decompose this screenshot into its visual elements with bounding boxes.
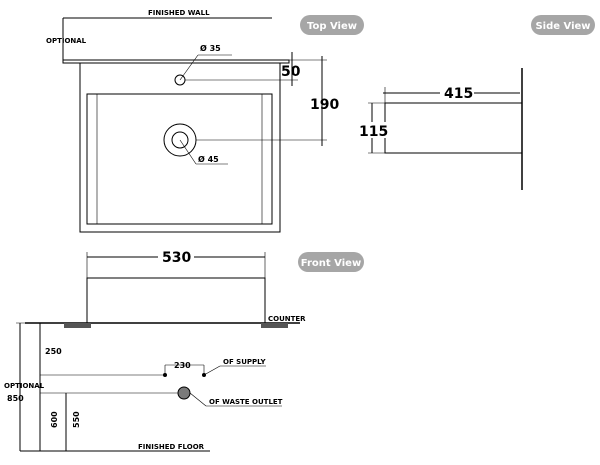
- waste-leader: [179, 139, 197, 165]
- basin-bowl: [86, 93, 273, 225]
- side-basin-outline: [384, 102, 523, 154]
- dim-190-text: 190: [310, 97, 339, 113]
- dim-850-text: 850: [7, 394, 24, 403]
- front-view: 530 COUNTER 230 OF SUPPLY OF WASTE OUTLE…: [4, 248, 306, 452]
- front-view-title: Front View: [301, 258, 361, 269]
- dim-230-text: 230: [174, 361, 191, 370]
- counter-right-support: [261, 323, 288, 328]
- optional-label-top: OPTIONAL: [46, 37, 87, 45]
- basin-outline: [79, 62, 281, 233]
- finished-wall-label: FINISHED WALL: [148, 9, 210, 17]
- dim-50-text: 50: [281, 64, 301, 80]
- dim-250-text: 250: [45, 347, 62, 356]
- waste-outlet-point: [177, 386, 191, 400]
- top-view: FINISHED WALL OPTIONAL Ø 35 Ø 45 50 190: [46, 9, 339, 233]
- tap-hole-leader: [179, 54, 199, 81]
- supply-leader: [203, 365, 221, 376]
- optional-label-side: OPTIONAL: [4, 382, 45, 390]
- dim-600-text: 600: [50, 411, 59, 428]
- waste-outlet-label: OF WASTE OUTLET: [209, 398, 283, 406]
- supply-label: OF SUPPLY: [223, 358, 267, 366]
- side-view: 415 115: [358, 68, 523, 190]
- counter-left-support: [64, 323, 91, 328]
- dim-530-text: 530: [162, 250, 191, 266]
- front-view-pill: Front View: [298, 252, 364, 272]
- waste-outlet-inner: [171, 131, 189, 149]
- finished-floor-label: FINISHED FLOOR: [138, 443, 205, 451]
- top-view-title: Top View: [307, 21, 357, 32]
- waste-hole-diameter: Ø 45: [198, 154, 219, 164]
- dim-115-text: 115: [359, 124, 388, 140]
- dim-415-text: 415: [444, 86, 473, 102]
- tap-hole-diameter: Ø 35: [200, 43, 221, 53]
- side-view-title: Side View: [535, 21, 590, 32]
- top-view-pill: Top View: [300, 15, 364, 35]
- dim-550-text: 550: [72, 411, 81, 428]
- side-view-pill: Side View: [531, 15, 595, 35]
- front-basin-outline: [86, 277, 266, 324]
- waste-outlet-leader: [189, 392, 207, 407]
- counter-label: COUNTER: [268, 315, 306, 323]
